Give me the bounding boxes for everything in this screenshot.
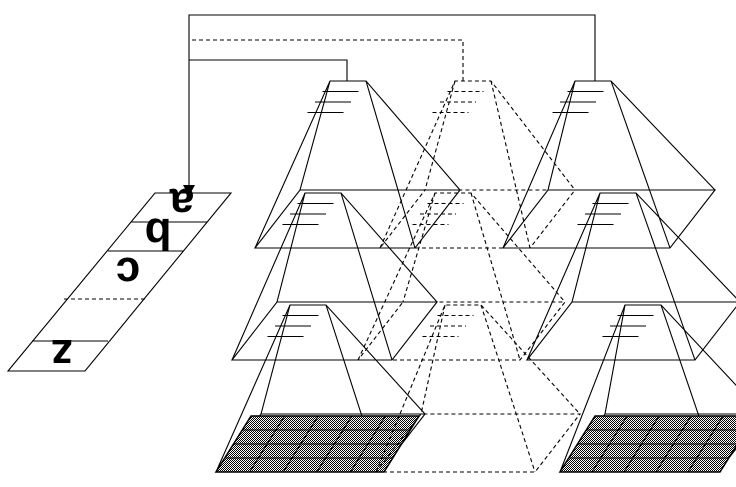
strip-label-b: b — [145, 209, 172, 258]
pyramid-level — [525, 192, 736, 361]
pyramid-column-3 — [501, 80, 736, 473]
pyramid-level — [378, 80, 577, 249]
pyramid-level — [356, 192, 567, 361]
shaded-base-grid — [558, 415, 736, 473]
strip-label-z: z — [51, 330, 73, 379]
pyramid-level — [253, 80, 462, 249]
shaded-base-grid — [214, 415, 421, 473]
pyramid-column-2 — [356, 80, 582, 473]
connector-lines — [183, 14, 596, 196]
arrow-down-icon — [183, 185, 195, 196]
pyramid-columns — [214, 80, 736, 473]
pyramid-column-1 — [214, 80, 462, 473]
pyramid-level — [501, 80, 717, 249]
strip-label-c: c — [116, 248, 140, 297]
pyramid-level — [374, 304, 582, 473]
label-strip: a b c z — [6, 179, 233, 379]
